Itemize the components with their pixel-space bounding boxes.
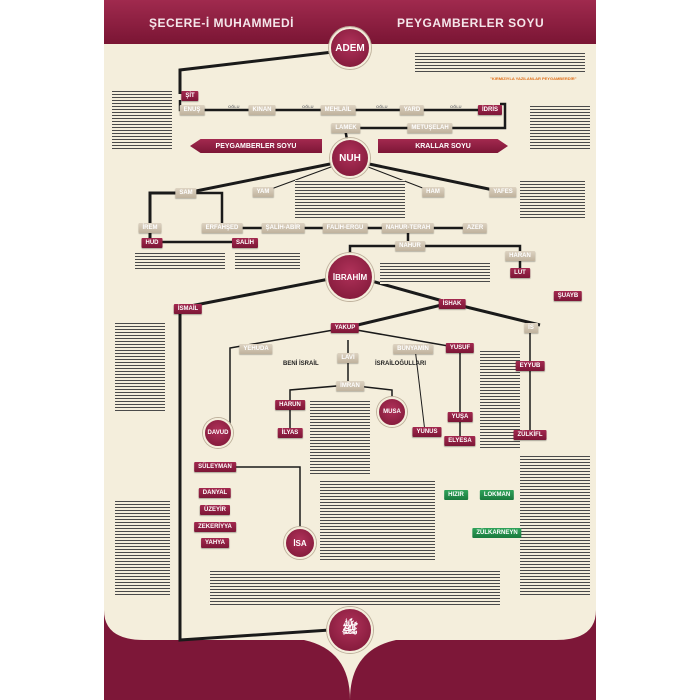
- node-yusa[interactable]: YUŞA: [447, 412, 473, 422]
- node-lavi[interactable]: LAVİ: [337, 353, 359, 363]
- node-metuselah[interactable]: METUŞELAH: [407, 123, 453, 133]
- node-kinan[interactable]: KINAN: [248, 105, 276, 115]
- node-lut[interactable]: LUT: [510, 268, 530, 278]
- node-ilyas[interactable]: İLYAS: [277, 428, 303, 438]
- node-salih[interactable]: SALİH: [232, 238, 258, 248]
- node-nahur-terah[interactable]: NAHUR-TERAH: [381, 223, 435, 233]
- text-block: [530, 105, 590, 150]
- node-yunus[interactable]: YUNUS: [412, 427, 442, 437]
- node-danyal[interactable]: DANYAL: [198, 488, 232, 498]
- title-right: PEYGAMBERLER SOYU: [397, 16, 545, 30]
- prophets-line-banner: PEYGAMBERLER SOYU: [190, 139, 322, 153]
- relation-label: OĞLU: [228, 104, 240, 109]
- node-haran[interactable]: HARAN: [505, 251, 535, 261]
- node-hizir[interactable]: HIZIR: [444, 490, 468, 500]
- text-block: [320, 480, 435, 560]
- relation-label: OĞLU: [376, 104, 388, 109]
- node-ismail[interactable]: İSMAİL: [173, 304, 203, 314]
- node-yahya[interactable]: YAHYA: [201, 538, 229, 548]
- node-sit[interactable]: ŞİT: [181, 91, 199, 101]
- text-block: [520, 455, 590, 595]
- node-yafes[interactable]: YAFES: [489, 187, 517, 197]
- text-block: [310, 400, 370, 475]
- node-falih-ergu[interactable]: FALİH-ERGU: [322, 223, 368, 233]
- node-is[interactable]: İS: [524, 323, 538, 333]
- group-israilogullari: İSRAİLOĞULLARI: [375, 361, 426, 367]
- group-beni-israil: BENİ İSRAİL: [283, 361, 319, 367]
- text-block: [415, 52, 585, 74]
- node-nahur[interactable]: NAHUR: [395, 241, 425, 251]
- text-block: [295, 180, 405, 220]
- node-lamek[interactable]: LAMEK: [331, 123, 361, 133]
- node-mehlail[interactable]: MEHLAİL: [320, 105, 356, 115]
- bottom-decoration: [104, 610, 596, 700]
- node-yusuf[interactable]: YUSUF: [445, 343, 475, 353]
- node-ibrahim[interactable]: İBRAHİM: [326, 253, 374, 301]
- node-enus[interactable]: ENUŞ: [179, 105, 205, 115]
- node-davud[interactable]: DAVUD: [203, 418, 233, 448]
- text-block: [112, 90, 172, 150]
- text-block: [520, 180, 585, 220]
- kings-line-banner: KRALLAR SOYU: [378, 139, 508, 153]
- node-zulkarneyn[interactable]: ZÜLKARNEYN: [472, 528, 522, 538]
- node-harun[interactable]: HARUN: [275, 400, 305, 410]
- node-elyesa[interactable]: ELYESA: [444, 436, 476, 446]
- node-uzeyir[interactable]: ÜZEYİR: [199, 505, 231, 515]
- node-ishak[interactable]: İSHAK: [438, 299, 466, 309]
- node-suleyman[interactable]: SÜLEYMAN: [194, 462, 236, 472]
- node-suayb[interactable]: ŞUAYB: [553, 291, 583, 301]
- node-adem[interactable]: ADEM: [329, 27, 371, 69]
- node-isa[interactable]: İSA: [284, 527, 316, 559]
- node-hud[interactable]: HUD: [141, 238, 163, 248]
- text-block: [115, 322, 165, 412]
- node-zulkifl[interactable]: ZÜLKİFL: [513, 430, 547, 440]
- node-irem[interactable]: İREM: [138, 223, 162, 233]
- text-block: [115, 500, 170, 595]
- node-erfahsed[interactable]: ERFAHŞED: [201, 223, 243, 233]
- node-imran[interactable]: İMRAN: [336, 381, 364, 391]
- text-block: [480, 350, 520, 450]
- node-sam[interactable]: SAM: [175, 188, 197, 198]
- node-zekeriyya[interactable]: ZEKERİYYA: [194, 522, 236, 532]
- relation-label: OĞLU: [302, 104, 314, 109]
- node-bunyamin[interactable]: BÜNYAMİN: [393, 344, 433, 354]
- node-yakup[interactable]: YAKUP: [330, 323, 360, 333]
- node-eyyub[interactable]: EYYUB: [515, 361, 545, 371]
- node-muhammad-calligraphy[interactable]: ﷺ: [327, 607, 373, 653]
- node-nuh[interactable]: NUH: [330, 138, 370, 178]
- node-salih-abir[interactable]: ŞALİH-ABİR: [261, 223, 305, 233]
- node-yam[interactable]: YAM: [252, 187, 274, 197]
- node-ham[interactable]: HAM: [422, 187, 444, 197]
- legend-note: "KIRMIZIYLA YAZILANLAR PEYGAMBERDİR": [490, 76, 577, 81]
- node-lokman[interactable]: LOKMAN: [479, 490, 515, 500]
- text-block: [210, 570, 500, 605]
- text-block: [235, 252, 300, 270]
- node-musa[interactable]: MUSA: [377, 397, 407, 427]
- text-block: [135, 252, 225, 270]
- node-idris[interactable]: İDRİS: [477, 105, 503, 115]
- title-left: ŞECERE-İ MUHAMMEDİ: [149, 16, 295, 30]
- node-yehuda[interactable]: YEHUDA: [239, 344, 273, 354]
- node-yard[interactable]: YARD: [399, 105, 425, 115]
- text-block: [380, 262, 490, 284]
- node-azer[interactable]: AZER: [462, 223, 488, 233]
- relation-label: OĞLU: [450, 104, 462, 109]
